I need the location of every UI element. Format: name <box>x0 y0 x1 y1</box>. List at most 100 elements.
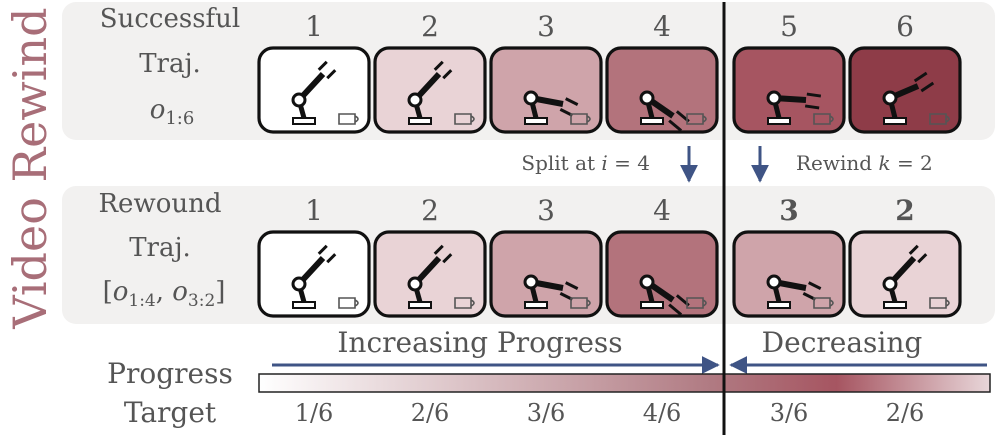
robot-base <box>292 301 316 309</box>
rewound-label-math: [o1:4, o3:2] <box>103 277 226 311</box>
split-annotation: Split at i = 4 <box>521 151 650 175</box>
cup-icon <box>929 113 950 125</box>
cup-icon <box>454 113 475 125</box>
cup-icon <box>570 113 591 125</box>
decreasing-progress-label: Decreasing <box>762 326 923 359</box>
rewound-math-comma: , <box>156 277 173 307</box>
cup-icon <box>338 297 359 309</box>
frame-box <box>257 46 371 134</box>
robot-gripper <box>920 81 935 93</box>
rewound-math-symbol-a: o <box>113 277 129 307</box>
rewound-frames: 1 2 3 4 3 2 <box>257 194 962 318</box>
robot-base <box>640 117 664 125</box>
progress-target-bar <box>258 373 991 393</box>
robot-base <box>524 301 548 309</box>
robot-gripper <box>908 244 919 255</box>
frame-box <box>732 46 846 134</box>
robot-joint <box>639 274 655 290</box>
split-val: = 4 <box>614 151 650 175</box>
rewound-frame-1: 1 <box>257 194 371 318</box>
robot-joint <box>523 274 539 290</box>
robot-gripper <box>326 253 337 264</box>
robot-gripper <box>668 303 683 316</box>
cup-icon <box>686 297 707 309</box>
successful-frames: 1 2 3 4 5 6 <box>257 10 962 134</box>
robot-joint <box>407 276 423 292</box>
rewound-math-close: ] <box>215 277 225 307</box>
successful-step-label: 3 <box>537 10 555 43</box>
successful-step-label: 2 <box>421 10 439 43</box>
rewound-step-label: 4 <box>653 194 671 227</box>
successful-frame-4: 4 <box>605 10 719 134</box>
successful-step-label: 5 <box>780 10 798 43</box>
frame-box <box>257 230 371 318</box>
rewound-label-line2: Traj. <box>129 233 191 263</box>
robot-gripper <box>442 69 453 80</box>
frame-box <box>605 46 719 134</box>
rewind-text: Rewind <box>796 151 872 175</box>
frame-box <box>373 46 487 134</box>
frame-box <box>732 230 846 318</box>
robot-joint <box>291 276 307 292</box>
robot-base <box>883 117 907 125</box>
progress-label-line2: Target <box>124 396 217 429</box>
robot-gripper <box>806 92 822 98</box>
progress-target-value: 2/6 <box>886 399 925 427</box>
robot-gripper <box>668 119 683 132</box>
successful-step-label: 4 <box>653 10 671 43</box>
rewound-step-label: 3 <box>537 194 555 227</box>
increasing-progress-label: Increasing Progress <box>337 326 622 359</box>
split-var: i <box>601 151 607 175</box>
successful-frame-2: 2 <box>373 10 487 134</box>
frame-box <box>605 230 719 318</box>
cup-icon <box>686 113 707 125</box>
progress-target-value: 2/6 <box>411 399 450 427</box>
rewound-step-label: 3 <box>779 194 798 227</box>
robot-gripper <box>808 281 822 290</box>
rewound-frame-2: 2 <box>373 194 487 318</box>
robot-base <box>408 301 432 309</box>
split-text: Split at <box>521 151 595 175</box>
robot-gripper <box>317 244 328 255</box>
robot-gripper <box>565 97 579 106</box>
successful-frame-3: 3 <box>489 10 603 134</box>
robot-base <box>524 117 548 125</box>
robot-joint <box>766 274 782 290</box>
robot-base <box>640 301 664 309</box>
rewound-math-sub-a: 1:4 <box>128 291 155 311</box>
robot-base <box>767 301 791 309</box>
successful-step-label: 1 <box>305 10 323 43</box>
successful-label-line1: Successful <box>100 4 240 34</box>
rewound-frame-5: 3 <box>732 194 846 318</box>
robot-gripper <box>326 69 337 80</box>
cup-icon <box>570 297 591 309</box>
successful-frame-6: 6 <box>848 10 962 134</box>
robot-gripper <box>917 253 928 264</box>
rewound-math-sub-b: 3:2 <box>188 291 215 311</box>
robot-joint <box>407 92 423 108</box>
progress-label-line1: Progress <box>107 357 233 390</box>
progress-target-value: 3/6 <box>770 399 809 427</box>
side-title: Video Rewind <box>3 7 57 329</box>
frame-box <box>373 230 487 318</box>
frame-box <box>848 230 962 318</box>
robot-joint <box>523 90 539 106</box>
successful-math-symbol: o <box>150 95 166 125</box>
rewound-step-label: 2 <box>895 194 914 227</box>
successful-label-math: o1:6 <box>150 95 195 129</box>
rewind-val: = 2 <box>897 151 933 175</box>
rewound-frame-4: 4 <box>605 194 719 318</box>
rewound-label-line1: Rewound <box>98 189 221 219</box>
rewind-annotation: Rewind k = 2 <box>796 151 933 175</box>
cup-icon <box>813 297 834 309</box>
successful-frame-1: 1 <box>257 10 371 134</box>
cup-icon <box>813 113 834 125</box>
successful-frame-5: 5 <box>732 10 846 134</box>
rewound-step-label: 1 <box>305 194 323 227</box>
progress-target-value: 1/6 <box>295 399 334 427</box>
rewound-step-label: 2 <box>421 194 439 227</box>
robot-gripper <box>442 253 453 264</box>
robot-base <box>883 301 907 309</box>
cup-icon <box>454 297 475 309</box>
robot-joint <box>766 90 782 106</box>
